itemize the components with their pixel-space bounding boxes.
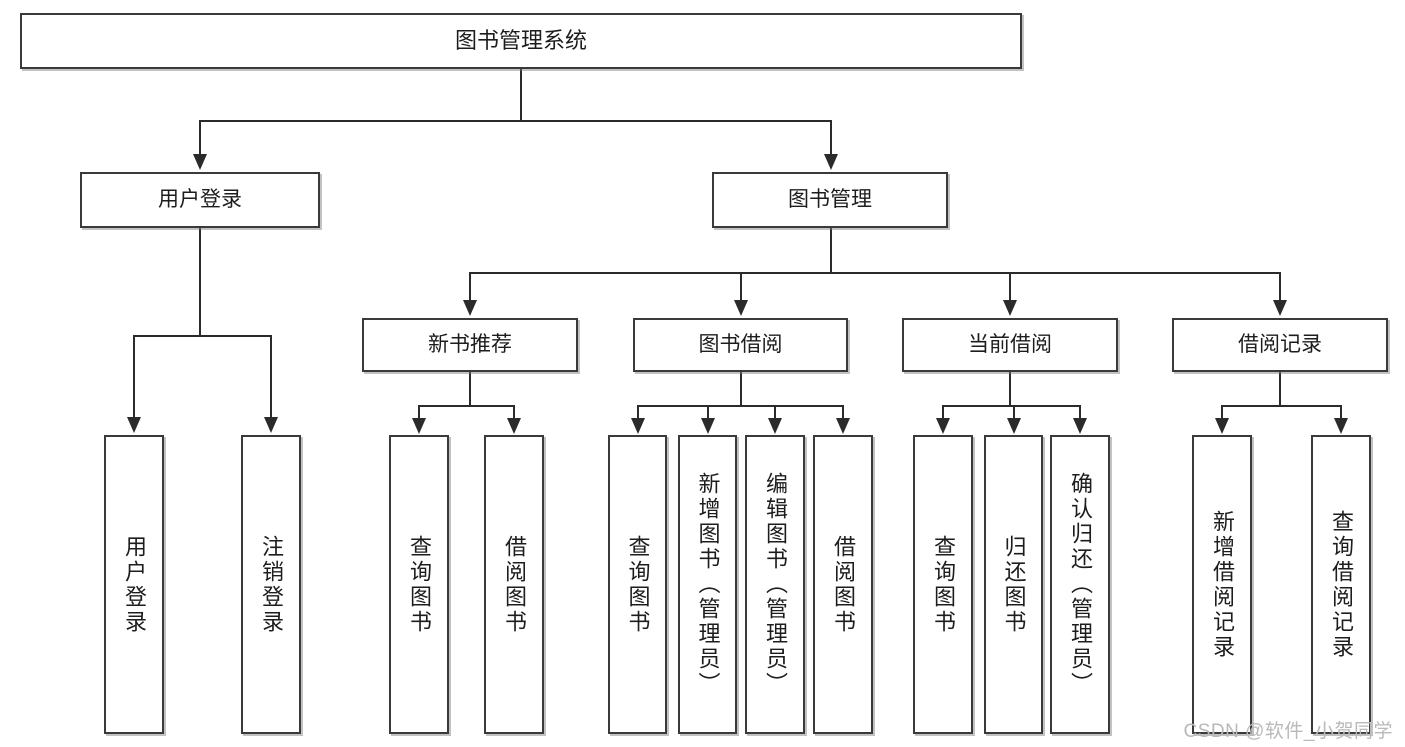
connector-root-trunk — [520, 69, 522, 121]
connector-root-to-books — [830, 120, 832, 156]
leaf-user-login[interactable]: 用户登录 — [104, 435, 164, 734]
leaf-add-borrow-record[interactable]: 新增借阅记录 — [1192, 435, 1252, 734]
connector-new-bar — [418, 405, 515, 407]
connector-books-trunk — [830, 228, 832, 274]
arrow-current-to-leaf2 — [1007, 418, 1021, 434]
connector-current-to-leaf3 — [1079, 405, 1081, 420]
arrow-borrow-to-leaf1 — [631, 418, 645, 434]
connector-current-bar — [942, 405, 1081, 407]
leaf-query-book-borrow[interactable]: 查询图书 — [608, 435, 667, 734]
connector-borrow-trunk — [740, 372, 742, 406]
connector-current-trunk — [1009, 372, 1011, 406]
node-label: 用户登录 — [158, 187, 242, 211]
node-label: 查询图书 — [407, 534, 432, 635]
leaf-logout[interactable]: 注销登录 — [241, 435, 301, 734]
arrow-books-to-new — [463, 300, 477, 316]
node-root-system[interactable]: 图书管理系统 — [20, 13, 1022, 69]
connector-record-bar — [1221, 405, 1340, 407]
node-new-book-recommend[interactable]: 新书推荐 — [362, 318, 578, 372]
connector-root-bar — [199, 120, 831, 122]
node-label: 图书管理系统 — [454, 28, 587, 54]
arrow-books-to-borrow — [734, 300, 748, 316]
connector-login-to-leaf1 — [133, 335, 135, 419]
connector-books-to-borrow — [740, 272, 742, 302]
arrow-login-to-leaf1 — [127, 417, 141, 433]
node-label: 确认归还（管理员） — [1068, 472, 1093, 697]
leaf-borrow-book[interactable]: 借阅图书 — [813, 435, 873, 734]
connector-borrow-to-leaf2 — [707, 405, 709, 420]
node-label: 查询图书 — [625, 534, 651, 635]
arrow-books-to-current — [1003, 300, 1017, 316]
connector-record-trunk — [1279, 372, 1281, 406]
arrow-new-to-leaf1 — [412, 418, 426, 434]
connector-current-to-leaf2 — [1013, 405, 1015, 420]
leaf-edit-book-admin[interactable]: 编辑图书（管理员） — [745, 435, 805, 734]
connector-books-to-current — [1009, 272, 1011, 302]
arrow-new-to-leaf2 — [507, 418, 521, 434]
connector-borrow-to-leaf1 — [637, 405, 639, 420]
node-label: 编辑图书（管理员） — [763, 472, 788, 697]
connector-books-bar — [469, 272, 1281, 274]
arrow-borrow-to-leaf2 — [701, 418, 715, 434]
node-label: 注销登录 — [259, 534, 284, 635]
arrow-login-to-leaf2 — [264, 417, 278, 433]
leaf-return-book[interactable]: 归还图书 — [984, 435, 1043, 734]
arrow-borrow-to-leaf3 — [768, 418, 782, 434]
leaf-query-book-recommend[interactable]: 查询图书 — [389, 435, 449, 734]
arrow-record-to-leaf2 — [1334, 418, 1348, 434]
arrow-borrow-to-leaf4 — [836, 418, 850, 434]
node-label: 借阅图书 — [502, 534, 527, 635]
node-label: 查询借阅记录 — [1329, 509, 1354, 660]
connector-borrow-bar — [637, 405, 843, 407]
node-label: 新书推荐 — [428, 332, 512, 356]
node-label: 当前借阅 — [968, 332, 1052, 356]
connector-borrow-to-leaf4 — [842, 405, 844, 420]
leaf-query-borrow-record[interactable]: 查询借阅记录 — [1311, 435, 1371, 734]
leaf-query-book-current[interactable]: 查询图书 — [913, 435, 973, 734]
node-label: 图书管理 — [788, 187, 872, 211]
node-current-borrow[interactable]: 当前借阅 — [902, 318, 1118, 372]
node-label: 查询图书 — [931, 534, 956, 635]
connector-root-to-login — [199, 120, 201, 156]
connector-new-trunk — [469, 372, 471, 406]
arrow-root-to-login — [193, 154, 207, 170]
connector-current-to-leaf1 — [942, 405, 944, 420]
leaf-confirm-return-admin[interactable]: 确认归还（管理员） — [1050, 435, 1110, 734]
arrow-root-to-books — [824, 154, 838, 170]
arrow-current-to-leaf1 — [936, 418, 950, 434]
node-label: 新增借阅记录 — [1210, 509, 1235, 660]
node-book-management[interactable]: 图书管理 — [712, 172, 948, 228]
connector-new-to-leaf1 — [418, 405, 420, 420]
connector-books-to-new — [469, 272, 471, 302]
connector-borrow-to-leaf3 — [774, 405, 776, 420]
node-label: 归还图书 — [1001, 534, 1027, 635]
node-label: 借阅记录 — [1238, 332, 1322, 356]
node-book-borrow[interactable]: 图书借阅 — [633, 318, 848, 372]
node-user-login[interactable]: 用户登录 — [80, 172, 320, 228]
connector-login-to-leaf2 — [270, 335, 272, 419]
node-borrow-record[interactable]: 借阅记录 — [1172, 318, 1388, 372]
connector-books-to-record — [1279, 272, 1281, 302]
node-label: 图书借阅 — [698, 332, 783, 356]
connector-new-to-leaf2 — [513, 405, 515, 420]
arrow-current-to-leaf3 — [1073, 418, 1087, 434]
connector-record-to-leaf2 — [1340, 405, 1342, 420]
connector-login-trunk — [199, 228, 201, 336]
csdn-watermark: CSDN @软件_小贺同学 — [1183, 721, 1393, 742]
leaf-borrow-book-recommend[interactable]: 借阅图书 — [484, 435, 544, 734]
connector-login-bar — [133, 335, 271, 337]
arrow-books-to-record — [1273, 300, 1287, 316]
node-label: 新增图书（管理员） — [695, 472, 721, 697]
connector-record-to-leaf1 — [1221, 405, 1223, 420]
node-label: 用户登录 — [122, 534, 147, 635]
leaf-add-book-admin[interactable]: 新增图书（管理员） — [678, 435, 737, 734]
arrow-record-to-leaf1 — [1215, 418, 1229, 434]
node-label: 借阅图书 — [831, 534, 856, 635]
